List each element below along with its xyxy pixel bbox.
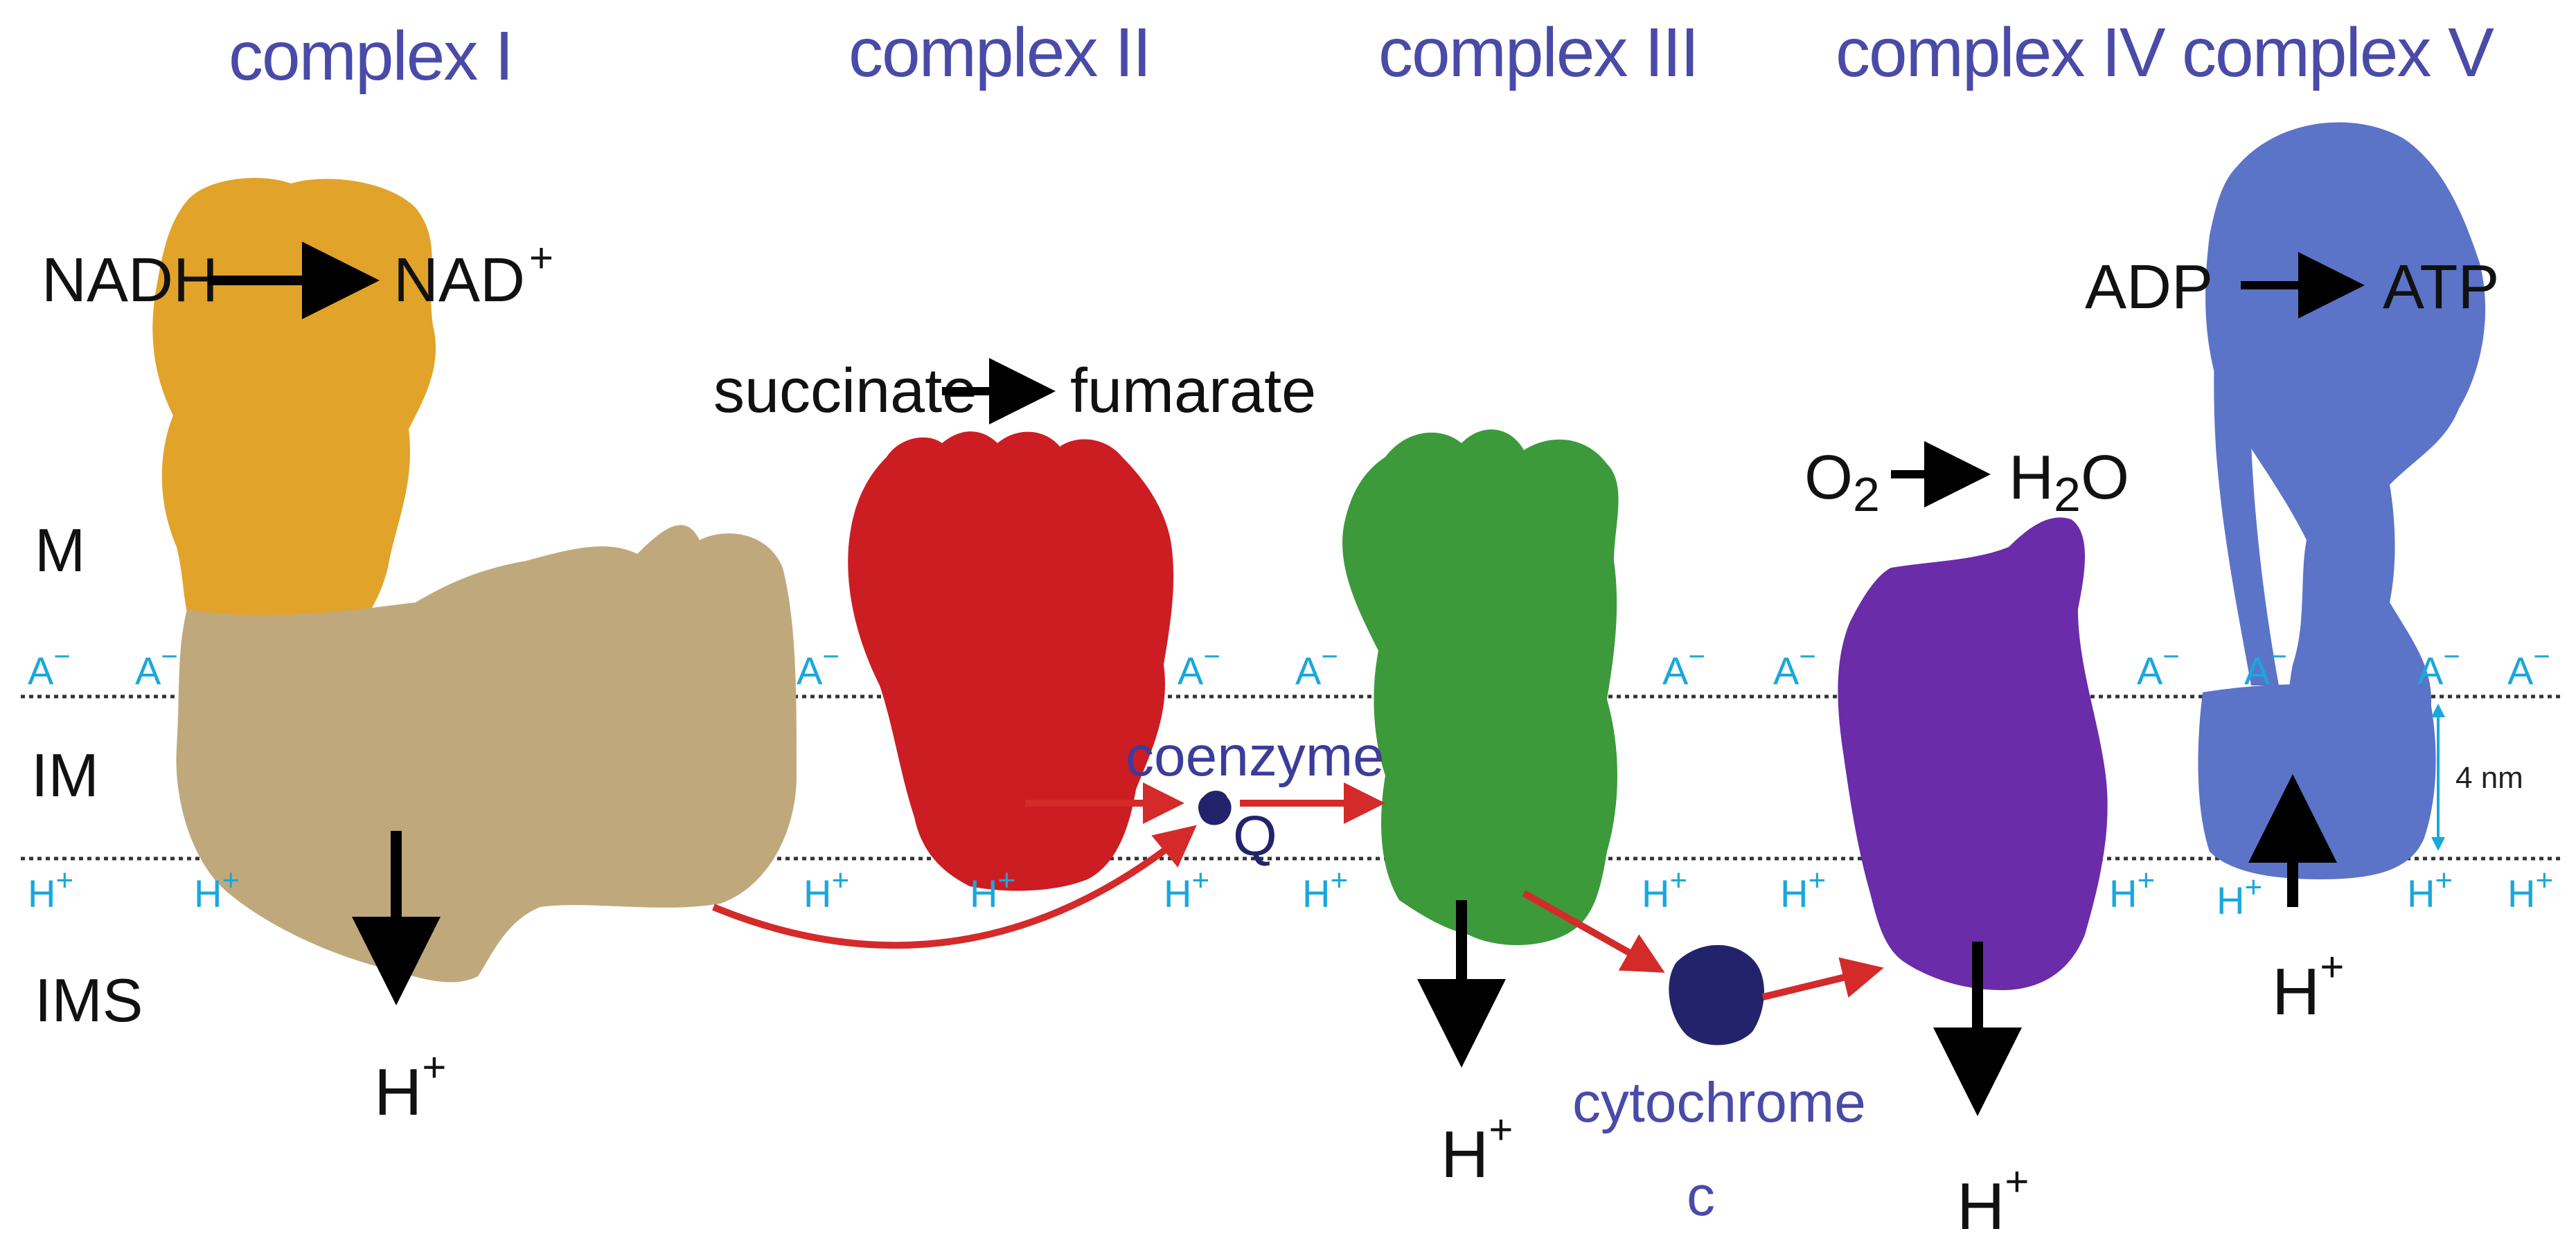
reaction-adp-product: ATP xyxy=(2383,253,2499,322)
anion-label: A− xyxy=(1773,640,1816,692)
complex-3-title: complex III xyxy=(1378,14,1698,91)
complex-2-title: complex II xyxy=(849,14,1151,91)
reaction-oxygen-substrate: O2 xyxy=(1804,443,1880,521)
anion-label: A− xyxy=(1178,640,1220,692)
reaction-adp-substrate: ADP xyxy=(2085,253,2213,322)
complex-5-title: complex V xyxy=(2182,14,2494,91)
reaction-nadh-substrate: NADH xyxy=(42,246,218,315)
electron-arrow-cytc-to-complex4 xyxy=(1761,957,1884,1001)
proton-label: H+ xyxy=(28,863,73,915)
electron-arrow-complex1-to-q xyxy=(712,825,1197,949)
scale-label: 4 nm xyxy=(2455,761,2523,795)
proton-label: H+ xyxy=(2407,863,2453,915)
complex-5 xyxy=(2198,122,2486,879)
proton-label: H+ xyxy=(970,863,1015,915)
anion-label: A− xyxy=(797,640,840,692)
complex-4 xyxy=(1838,517,2108,990)
complex-1-membrane-arm xyxy=(176,525,797,983)
anion-label: A− xyxy=(135,640,178,692)
coenzyme-q-label-2: Q xyxy=(1233,805,1277,868)
proton-label: H+ xyxy=(1780,863,1826,915)
anion-label: A− xyxy=(2137,640,2180,692)
anion-label: A− xyxy=(2417,640,2460,692)
complex-2 xyxy=(848,431,1174,891)
complex-5-stator xyxy=(2214,180,2279,685)
reaction-nadh: NADH NAD+ xyxy=(42,235,553,319)
proton-label: H+ xyxy=(2217,870,2262,922)
proton-label: H+ xyxy=(1302,863,1348,915)
reaction-adp: ADP ATP xyxy=(2085,252,2499,322)
zone-label-matrix: M xyxy=(35,516,85,584)
complex-5-membrane-ring xyxy=(2198,684,2436,879)
proton-pumped-complex5: H+ xyxy=(2272,944,2344,1029)
proton-label: H+ xyxy=(1642,863,1687,915)
proton-pumped-complex3: H+ xyxy=(1441,1106,1513,1192)
proton-label: H+ xyxy=(1164,863,1209,915)
cytochrome-c-label: cytochrome xyxy=(1572,1071,1866,1134)
zone-label-inner-membrane: IM xyxy=(31,741,99,809)
proton-pump-arrows xyxy=(352,774,2337,1116)
proton-pumped-complex4: H+ xyxy=(1957,1158,2029,1244)
proton-label: H+ xyxy=(803,863,849,915)
anion-label: A− xyxy=(1662,640,1705,692)
zone-label-intermembrane-space: IMS xyxy=(35,966,143,1034)
anion-label: A− xyxy=(28,640,71,692)
proton-pumped-complex1: H+ xyxy=(374,1044,446,1129)
anion-label: A− xyxy=(2507,640,2550,692)
cytochrome-c-label-2: c xyxy=(1687,1165,1715,1228)
reaction-succinate-product: fumarate xyxy=(1070,357,1316,426)
anion-label: A− xyxy=(2244,640,2287,692)
complex-3 xyxy=(1342,429,1619,945)
cytochrome-c-molecule xyxy=(1669,944,1764,1046)
proton-label: H+ xyxy=(2507,863,2553,915)
complex-4-title: complex IV xyxy=(1836,14,2166,91)
electron-flow-arrows xyxy=(712,782,1884,1001)
reaction-succinate: succinate fumarate xyxy=(713,357,1316,426)
electron-arrow-complex3-to-cytc xyxy=(1522,890,1665,973)
proton-label: H+ xyxy=(194,863,240,915)
complex-1-title: complex I xyxy=(229,17,513,95)
membrane-thickness-scale: 4 nm xyxy=(2431,703,2523,851)
proton-label: H+ xyxy=(2109,863,2155,915)
coenzyme-q-molecule xyxy=(1198,790,1232,825)
proton-labels: H+ H+ H+ H+ H+ H+ H+ H+ H+ H+ H+ H+ xyxy=(28,863,2553,922)
reaction-oxygen-product: H2O xyxy=(2009,443,2129,521)
reaction-oxygen: O2 H2O xyxy=(1804,441,2129,521)
reaction-succinate-substrate: succinate xyxy=(713,357,977,426)
anion-labels: A− A− A− A− A− A− A− A− A− A− A− xyxy=(28,640,2550,692)
reaction-nadh-product: NAD+ xyxy=(393,235,553,315)
coenzyme-q-label: coenzyme xyxy=(1126,725,1385,788)
anion-label: A− xyxy=(1295,640,1338,692)
